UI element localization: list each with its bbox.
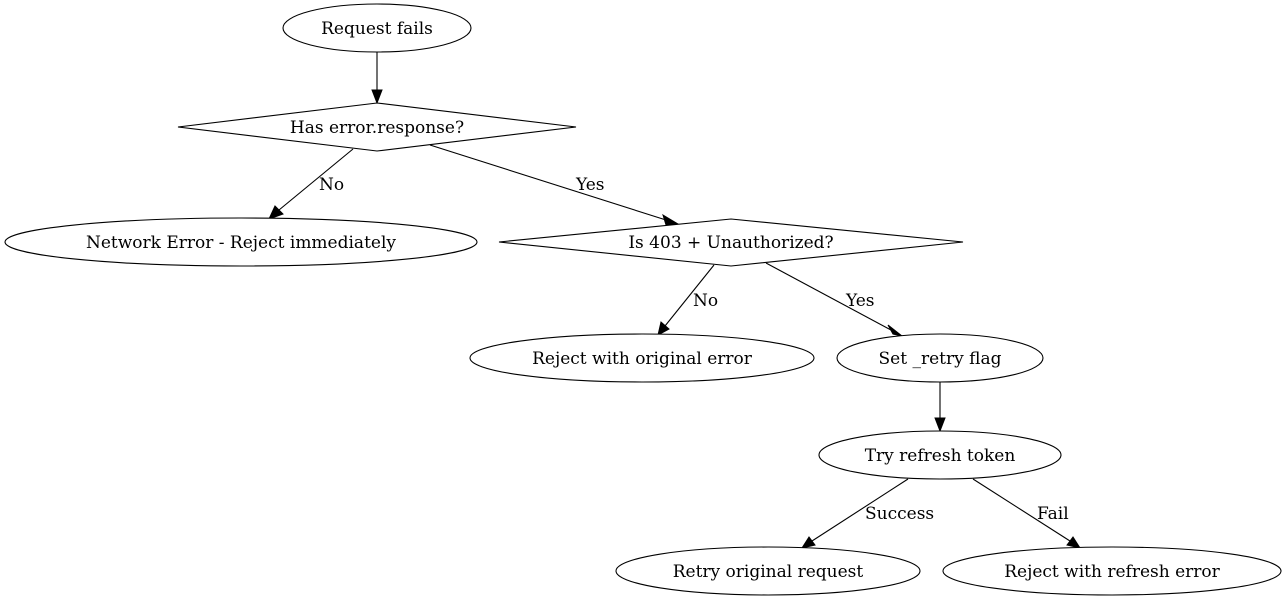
edge-label-is403-no: No	[693, 291, 718, 311]
node-request-fails: Request fails	[282, 3, 472, 53]
edge-has-response-yes: Yes	[429, 144, 680, 226]
edge-is403-yes: Yes	[765, 262, 903, 337]
edge-label-refresh-fail: Fail	[1037, 504, 1069, 524]
edge-refresh-success: Success	[800, 478, 934, 549]
edge-refresh-fail: Fail	[972, 478, 1082, 549]
node-label-set-retry-flag: Set _retry flag	[879, 349, 1002, 369]
node-reject-original: Reject with original error	[469, 333, 815, 383]
edge-has-response-no: No	[268, 148, 354, 220]
decision-has-error-response: Has error.response?	[177, 102, 577, 152]
node-network-error: Network Error - Reject immediately	[4, 217, 478, 267]
decision-is-403-unauthorized: Is 403 + Unauthorized?	[498, 218, 964, 267]
node-label-request-fails: Request fails	[321, 19, 433, 39]
edge-request-to-has-response	[371, 52, 383, 105]
node-label-try-refresh-token: Try refresh token	[865, 446, 1016, 466]
edge-label-is403-yes: Yes	[845, 291, 875, 311]
decision-label-has-error-response: Has error.response?	[290, 118, 464, 138]
node-retry-original-request: Retry original request	[615, 546, 921, 596]
decision-label-is-403-unauthorized: Is 403 + Unauthorized?	[628, 233, 833, 253]
edge-label-has-response-no: No	[319, 175, 344, 195]
node-set-retry-flag: Set _retry flag	[836, 333, 1044, 383]
node-try-refresh-token: Try refresh token	[818, 430, 1062, 480]
node-reject-refresh-error: Reject with refresh error	[942, 546, 1282, 596]
edge-is403-no: No	[657, 264, 718, 336]
node-label-reject-refresh-error: Reject with refresh error	[1004, 562, 1220, 582]
node-label-reject-original: Reject with original error	[532, 349, 753, 369]
edge-retry-flag-to-refresh	[934, 382, 946, 433]
edge-label-has-response-yes: Yes	[575, 175, 605, 195]
node-label-network-error: Network Error - Reject immediately	[86, 233, 396, 253]
edge-label-refresh-success: Success	[865, 504, 934, 524]
node-label-retry-original-request: Retry original request	[673, 562, 864, 582]
